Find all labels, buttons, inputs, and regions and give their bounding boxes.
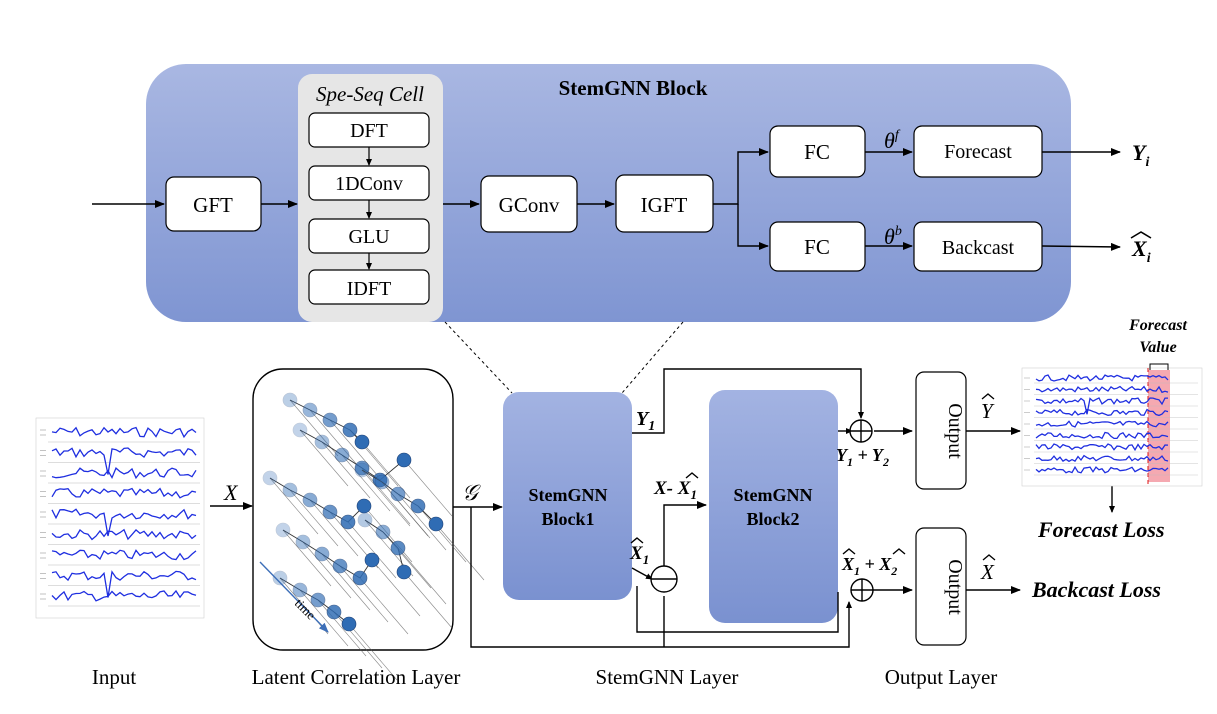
svg-text:GFT: GFT [193, 193, 233, 217]
caption-latent-correlation: Latent Correlation Layer [252, 665, 461, 689]
output-box-bottom: Output [915, 527, 967, 646]
gconv-box: GConv [480, 175, 578, 233]
x-hat-label: X [980, 554, 996, 584]
caption-stemgnn-layer: StemGNN Layer [596, 665, 739, 689]
svg-text:X1: X1 [629, 543, 649, 567]
forecast-loss-label: Forecast Loss [1037, 517, 1165, 542]
backcast-box: Backcast [913, 221, 1043, 272]
svg-text:Output: Output [944, 403, 966, 459]
dft-label: DFT [350, 120, 388, 142]
output-box-top: Output [915, 371, 967, 490]
input-time-series [35, 417, 205, 619]
svg-text:FC: FC [804, 140, 830, 164]
fc-forecast-box: FC [769, 125, 866, 178]
svg-text:IGFT: IGFT [641, 193, 688, 217]
x-minus-x1-label: X- X1 [653, 472, 699, 502]
forecast-series-chart [1021, 367, 1203, 487]
stemgnn-block2: StemGNN Block2 [709, 390, 838, 623]
svg-text:GConv: GConv [499, 193, 560, 217]
forecast-value-label-2: Value [1139, 339, 1176, 356]
idft-label: IDFT [347, 278, 391, 300]
svg-text:StemGNN: StemGNN [734, 485, 813, 505]
caption-input: Input [92, 665, 136, 689]
y-hat-label: Y [981, 393, 995, 423]
svg-text:FC: FC [804, 235, 830, 259]
zoom-connector-lines [444, 321, 684, 394]
igft-box: IGFT [615, 174, 714, 233]
stemgnn-block1: StemGNN Block1 [503, 392, 632, 600]
forecast-box: Forecast [913, 125, 1043, 178]
y1-label: Y1 [636, 408, 655, 434]
svg-text:Block1: Block1 [541, 509, 594, 529]
graph-g-label: 𝒢 [462, 480, 481, 505]
svg-text:StemGNN: StemGNN [529, 485, 608, 505]
svg-text:Block2: Block2 [746, 509, 799, 529]
svg-text:X1 + X2: X1 + X2 [841, 554, 897, 578]
theta-b-label: θb [884, 224, 902, 249]
spe-seq-cell: Spe-Seq Cell DFT 1DConv GLU IDFT [298, 74, 443, 322]
conv1d-label: 1DConv [335, 173, 403, 195]
y-sum-label: Y1 + Y2 [836, 445, 889, 469]
stemgnn-block-title: StemGNN Block [559, 76, 708, 100]
gft-box: GFT [165, 176, 262, 232]
add-operator-top [849, 419, 873, 443]
latent-correlation-panel: time [252, 368, 485, 681]
caption-output-layer: Output Layer [885, 665, 998, 689]
block-output-x-hat: Xi [1130, 231, 1152, 266]
fc-backcast-box: FC [769, 221, 866, 272]
backcast-loss-label: Backcast Loss [1031, 577, 1161, 602]
svg-text:Output: Output [944, 559, 966, 615]
subtract-operator [650, 565, 678, 593]
glu-label: GLU [348, 226, 390, 248]
add-operator-bottom [850, 578, 874, 602]
svg-text:Xi: Xi [1131, 236, 1151, 266]
input-x-label: X [223, 480, 239, 505]
time-arrow [259, 561, 329, 633]
svg-text:X- X1: X- X1 [653, 478, 697, 502]
latent-graph-drawing [262, 392, 485, 681]
forecast-value-label-1: Forecast [1128, 317, 1187, 334]
x-sum-label: X1 + X2 [841, 548, 906, 578]
svg-text:Y: Y [981, 399, 995, 423]
svg-text:X: X [980, 560, 995, 584]
block-output-y: Yi [1132, 140, 1149, 170]
x1-hat-label: X1 [629, 537, 649, 567]
stemgnn-block-panel: StemGNN Block [146, 64, 1071, 322]
theta-f-label: θf [884, 128, 901, 153]
block-flow-arrows [92, 148, 1121, 251]
svg-text:Backcast: Backcast [942, 237, 1015, 259]
spe-seq-cell-title: Spe-Seq Cell [316, 82, 424, 106]
svg-text:Forecast: Forecast [944, 141, 1012, 163]
forecast-value-bracket [1149, 363, 1169, 370]
